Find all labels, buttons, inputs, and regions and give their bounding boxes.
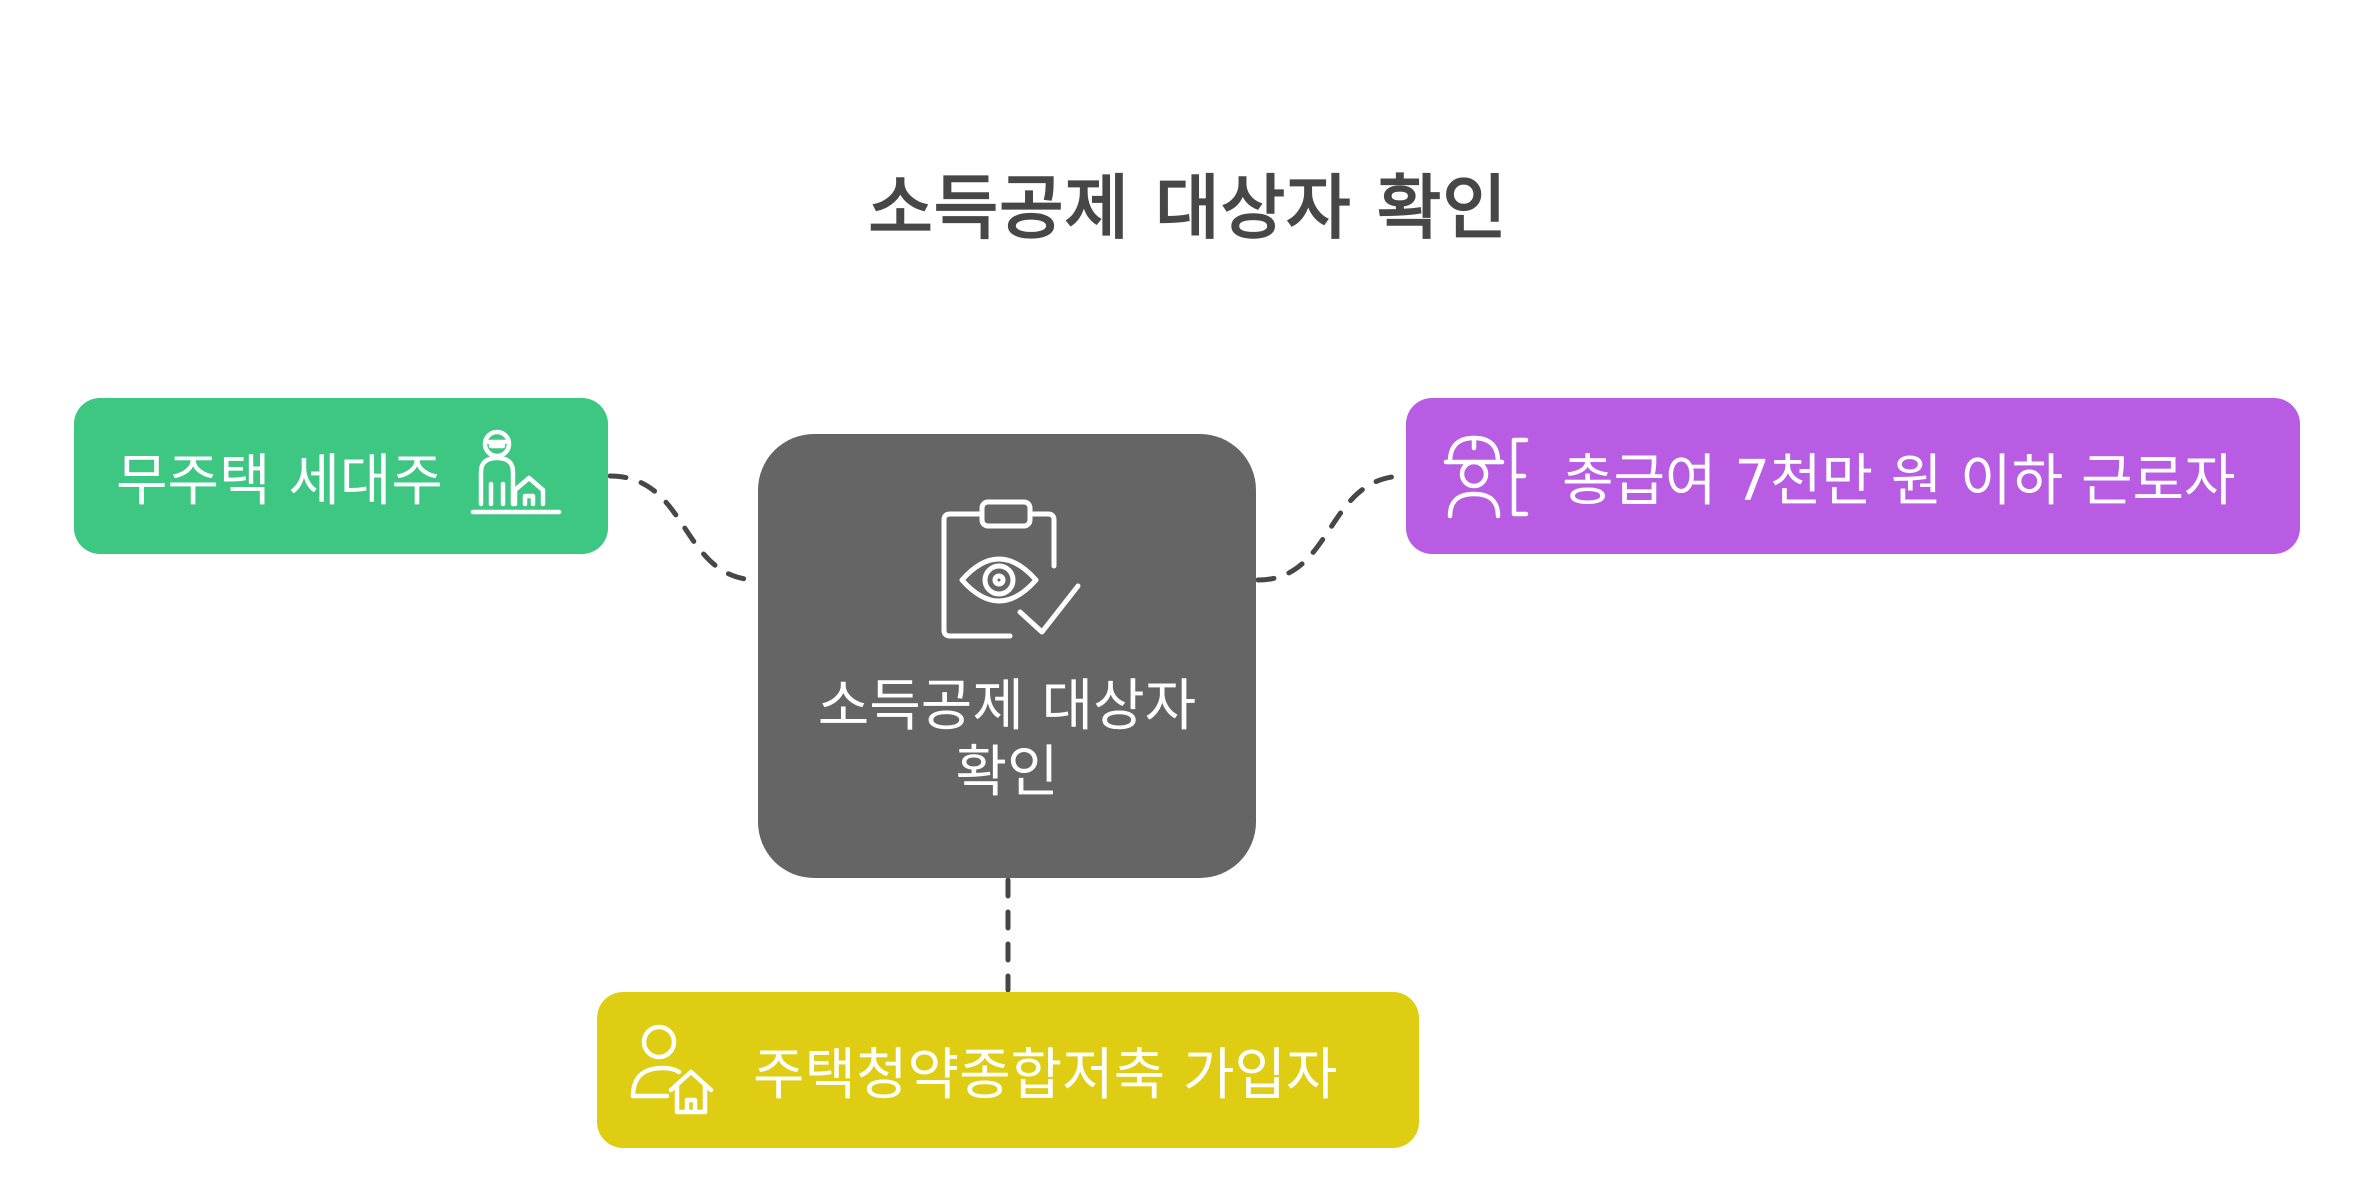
person-house-icon bbox=[470, 429, 562, 515]
center-node-label: 소득공제 대상자 확인 bbox=[817, 674, 1197, 805]
node-housing-savings-subscriber-label: 주택청약종합저축 가입자 bbox=[753, 1042, 1338, 1108]
user-home-icon bbox=[630, 1024, 714, 1115]
diagram-title: 소득공제 대상자 확인 bbox=[868, 167, 1508, 249]
node-housing-savings-subscriber: 주택청약종합저축 가입자 bbox=[597, 992, 1419, 1148]
worker-id-icon bbox=[1443, 435, 1529, 519]
node-homeless-householder-label: 무주택 세대주 bbox=[116, 448, 443, 514]
node-salary-worker-label: 총급여 7천만 원 이하 근로자 bbox=[1562, 448, 2236, 514]
node-salary-worker: 총급여 7천만 원 이하 근로자 bbox=[1406, 398, 2300, 554]
clipboard-eye-check-icon bbox=[941, 499, 1081, 639]
connector-left bbox=[607, 473, 761, 583]
connector-right bbox=[1255, 473, 1408, 583]
center-node: 소득공제 대상자 확인 bbox=[758, 434, 1256, 878]
node-homeless-householder: 무주택 세대주 bbox=[74, 398, 608, 554]
